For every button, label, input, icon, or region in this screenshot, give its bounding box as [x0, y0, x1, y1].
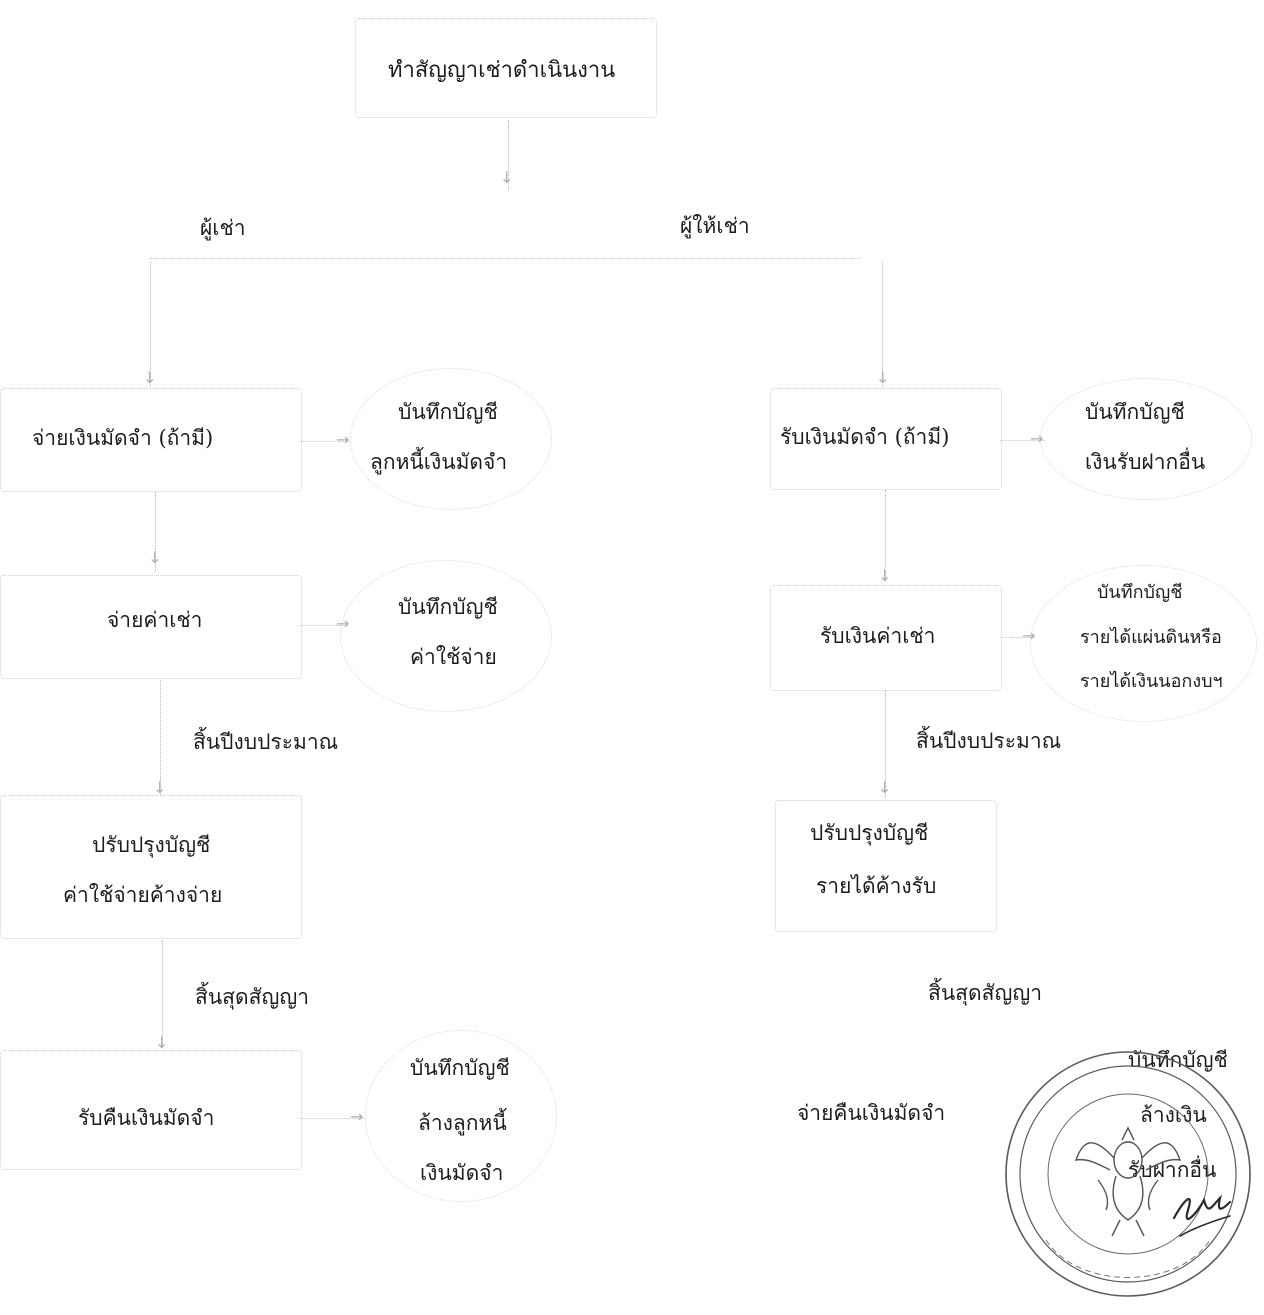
title-box — [355, 18, 657, 118]
lessee-connector-4 — [162, 940, 163, 1048]
lessee-refund-to-note — [300, 1118, 365, 1119]
lessor-deposit-note-circle — [1040, 378, 1252, 500]
lessor-connector-3 — [885, 690, 886, 798]
arrow-right-icon: → — [336, 614, 350, 633]
lessor-rent-note-line3: รายได้เงินนอกงบฯ — [1080, 671, 1223, 692]
arrow-down-icon: ↓ — [500, 168, 514, 187]
lessor-year-end: สิ้นปีงบประมาณ — [916, 729, 1062, 753]
lessee-year-end: สิ้นปีงบประมาณ — [193, 730, 339, 754]
lessee-refund-note-line1: บันทึกบัญชี — [410, 1056, 510, 1080]
lessee-header: ผู้เช่า — [200, 216, 246, 240]
arrow-down-icon: ↓ — [153, 778, 167, 797]
arrow-right-icon: → — [1022, 626, 1036, 645]
lessee-connector-1 — [150, 262, 151, 387]
lessee-deposit-note-circle — [350, 368, 552, 510]
lessor-deposit-note-line1: บันทึกบัญชี — [1085, 400, 1185, 424]
lessee-refund: รับคืนเงินมัดจำ — [78, 1106, 215, 1130]
arrow-down-icon: ↓ — [148, 548, 162, 567]
official-seal-icon — [1005, 1051, 1251, 1297]
lessee-deposit-box — [0, 388, 302, 492]
lessee-contract-end: สิ้นสุดสัญญา — [195, 985, 310, 1009]
lessee-deposit-note-line2: ลูกหนี้เงินมัดจำ — [370, 450, 508, 474]
arrow-right-icon: → — [1030, 429, 1044, 448]
lessee-connector-2 — [155, 492, 156, 572]
arrow-right-icon: → — [336, 430, 350, 449]
lessee-refund-note-line2: ล้างลูกหนี้ — [418, 1111, 507, 1135]
lessor-deposit-note-line2: เงินรับฝากอื่น — [1085, 450, 1206, 474]
arrow-down-icon: ↓ — [155, 1033, 169, 1052]
lessee-rent-to-note — [300, 625, 345, 626]
lessee-deposit-note-line1: บันทึกบัญชี — [398, 400, 498, 424]
arrow-right-icon: → — [350, 1107, 364, 1126]
lessor-deposit-box — [770, 388, 1002, 490]
lessee-rent-note-circle — [340, 560, 552, 712]
lessee-rent: จ่ายค่าเช่า — [107, 608, 203, 632]
lessor-adjust-line2: รายได้ค้างรับ — [816, 874, 937, 898]
lessee-adjust-line1: ปรับปรุงบัญชี — [92, 833, 211, 857]
lessee-refund-box — [0, 1050, 302, 1170]
lessor-rent-note-circle — [1030, 565, 1257, 722]
lessor-rent-note-line1: บันทึกบัญชี — [1097, 582, 1183, 603]
lessee-refund-note-line3: เงินมัดจำ — [420, 1161, 504, 1185]
lessor-rent-note-line2: รายได้แผ่นดินหรือ — [1080, 627, 1222, 648]
lessor-connector-1 — [882, 262, 883, 387]
lessor-rent: รับเงินค่าเช่า — [820, 624, 936, 648]
lessor-rent-box — [770, 585, 1002, 691]
arrow-down-icon: ↓ — [143, 368, 157, 387]
lessee-deposit-to-note — [300, 441, 350, 442]
lessee-adjust-line2: ค่าใช้จ่ายค้างจ่าย — [63, 883, 223, 907]
lessor-deposit-to-note — [1000, 440, 1045, 441]
lessor-adjust-line1: ปรับปรุงบัญชี — [810, 821, 929, 845]
lessor-adjust-box — [775, 800, 997, 932]
lessee-rent-box — [0, 575, 302, 679]
lessor-refund-note-line2: ล้างเงิน — [1140, 1103, 1207, 1127]
lessor-connector-2 — [885, 490, 886, 582]
lessee-refund-note-circle — [365, 1030, 557, 1202]
lessor-contract-end: สิ้นสุดสัญญา — [928, 981, 1043, 1005]
split-connector — [150, 258, 860, 259]
lessee-adjust-box — [0, 795, 302, 939]
lessor-refund-note-line3: รับฝากอื่น — [1128, 1158, 1217, 1182]
diagram-title: ทำสัญญาเช่าดำเนินงาน — [388, 58, 616, 83]
arrow-down-icon: ↓ — [878, 778, 892, 797]
lessor-rent-to-note — [1000, 637, 1035, 638]
lessee-connector-3 — [160, 680, 161, 795]
lessee-rent-note-line1: บันทึกบัญชี — [398, 595, 498, 619]
lessee-rent-note-line2: ค่าใช้จ่าย — [410, 645, 497, 669]
lessor-deposit: รับเงินมัดจำ (ถ้ามี) — [780, 425, 950, 449]
lessor-header: ผู้ให้เช่า — [680, 214, 750, 238]
lessor-refund: จ่ายคืนเงินมัดจำ — [797, 1101, 946, 1125]
title-connector — [508, 120, 509, 190]
arrow-down-icon: ↓ — [878, 566, 892, 585]
lessee-deposit: จ่ายเงินมัดจำ (ถ้ามี) — [32, 426, 214, 450]
arrow-down-icon: ↓ — [876, 368, 890, 387]
